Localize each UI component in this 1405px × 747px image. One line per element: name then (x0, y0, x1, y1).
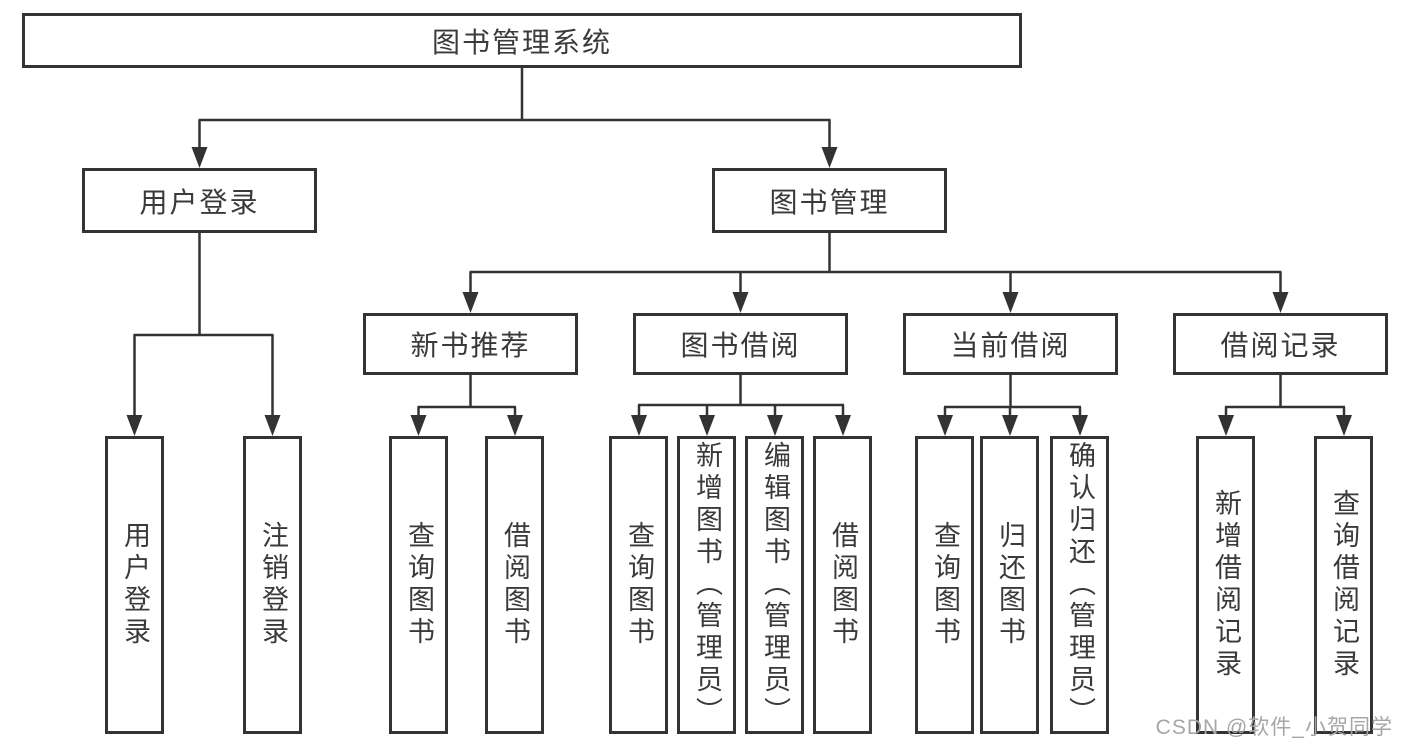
node-user-login: 用户登录 (82, 168, 317, 233)
node-current-borrow-label: 当前借阅 (950, 330, 1071, 361)
node-root-library-system: 图书管理系统 (22, 13, 1022, 68)
leaf-borrow-add-books-admin: 新增图书（管理员） (677, 436, 736, 734)
leaf-borrow-query-books-label: 查询图书 (624, 521, 654, 649)
leaf-current-query-books-label: 查询图书 (930, 521, 960, 649)
leaf-recommend-query-books: 查询图书 (389, 436, 448, 734)
leaf-records-add-record: 新增借阅记录 (1196, 436, 1255, 734)
leaf-current-return-books: 归还图书 (980, 436, 1039, 734)
leaf-borrow-borrow-books-label: 借阅图书 (828, 521, 858, 649)
leaf-current-confirm-return-admin: 确认归还（管理员） (1050, 436, 1109, 734)
leaf-current-confirm-return-admin-label: 确认归还（管理员） (1065, 441, 1095, 729)
node-new-book-recommend: 新书推荐 (363, 313, 578, 375)
node-book-management: 图书管理 (712, 168, 947, 233)
node-new-book-recommend-label: 新书推荐 (410, 330, 531, 361)
leaf-recommend-query-books-label: 查询图书 (404, 521, 434, 649)
leaf-records-add-record-label: 新增借阅记录 (1211, 489, 1241, 681)
leaf-current-query-books: 查询图书 (915, 436, 974, 734)
leaf-borrow-edit-books-admin-label: 编辑图书（管理员） (760, 441, 790, 729)
leaf-recommend-borrow-books: 借阅图书 (485, 436, 544, 734)
node-root-label: 图书管理系统 (431, 26, 612, 58)
leaf-current-return-books-label: 归还图书 (995, 521, 1025, 649)
leaf-user-login: 用户登录 (105, 436, 164, 734)
leaf-records-query-record: 查询借阅记录 (1314, 436, 1373, 734)
node-book-management-label: 图书管理 (769, 186, 890, 218)
node-borrow-records-label: 借阅记录 (1220, 330, 1341, 361)
node-book-borrow-label: 图书借阅 (680, 330, 801, 361)
node-borrow-records: 借阅记录 (1173, 313, 1388, 375)
node-user-login-label: 用户登录 (139, 186, 260, 218)
leaf-borrow-query-books: 查询图书 (609, 436, 668, 734)
leaf-logout-login-label: 注销登录 (258, 521, 288, 649)
node-current-borrow: 当前借阅 (903, 313, 1118, 375)
node-book-borrow: 图书借阅 (633, 313, 848, 375)
leaf-records-query-record-label: 查询借阅记录 (1329, 489, 1359, 681)
leaf-user-login-label: 用户登录 (120, 521, 150, 649)
leaf-logout-login: 注销登录 (243, 436, 302, 734)
leaf-recommend-borrow-books-label: 借阅图书 (500, 521, 530, 649)
leaf-borrow-borrow-books: 借阅图书 (813, 436, 872, 734)
csdn-watermark: CSDN @软件_小贺同学 (1155, 716, 1393, 739)
leaf-borrow-add-books-admin-label: 新增图书（管理员） (692, 441, 722, 729)
leaf-borrow-edit-books-admin: 编辑图书（管理员） (745, 436, 804, 734)
